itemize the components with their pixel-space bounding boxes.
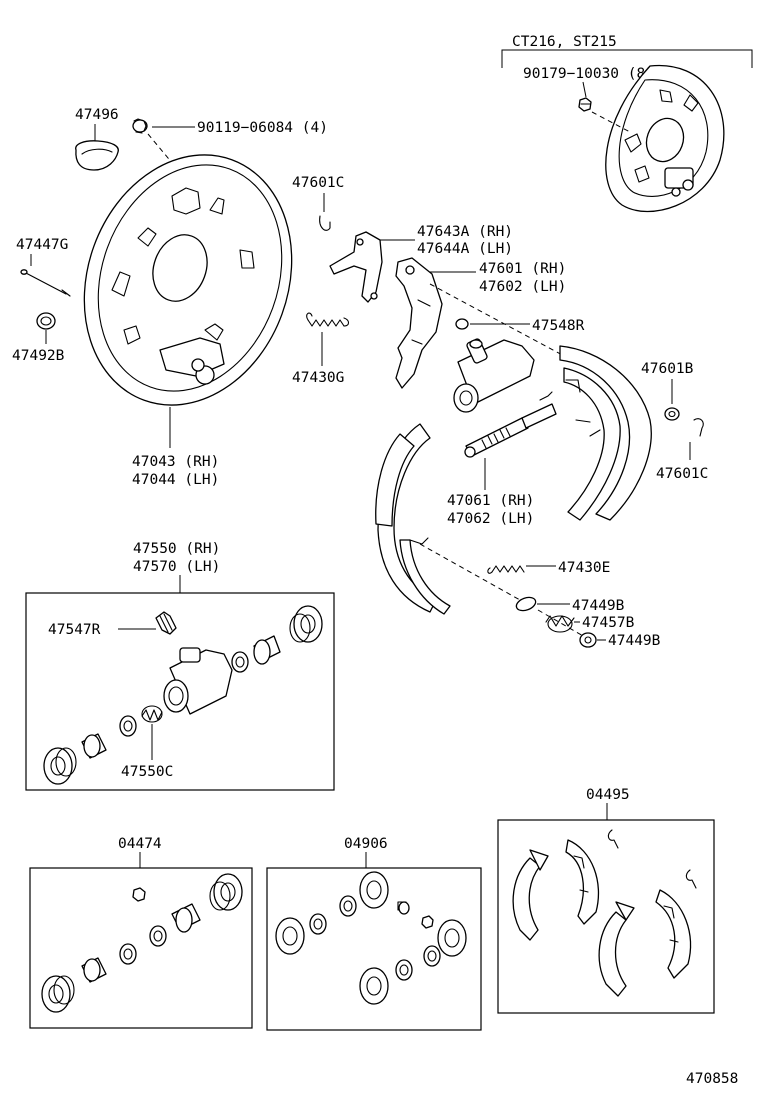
variant-label: CT216, ST215 — [512, 34, 617, 50]
part-label-47496: 47496 — [75, 107, 119, 123]
part-label-47550: 47550 (RH) — [133, 541, 220, 557]
diagram-number: 470858 — [686, 1071, 738, 1087]
washer-47601b: 47601B — [641, 361, 694, 421]
part-label-90179-10030: 90179−10030 (8) — [523, 66, 654, 82]
part-label-47601: 47601 (RH) — [479, 261, 566, 277]
part-label-47643a: 47643A (RH) — [417, 224, 513, 240]
spring-47430g: 47430G — [292, 312, 350, 386]
wheel-cylinder-47550 — [453, 338, 535, 413]
part-label-47601c-lower: 47601C — [656, 466, 708, 482]
part-label-47430e: 47430E — [558, 560, 610, 576]
box-04474: 04474 — [29, 836, 253, 1029]
part-label-47061: 47061 (RH) — [447, 493, 534, 509]
part-label-47044: 47044 (LH) — [132, 472, 219, 488]
part-label-47062: 47062 (LH) — [447, 511, 534, 527]
part-label-47548r: 47548R — [532, 318, 585, 334]
part-label-47492b: 47492B — [12, 348, 65, 364]
bolt-90119: 90119−06084 (4) — [132, 118, 328, 171]
plug-47496: 47496 — [75, 107, 119, 171]
part-label-47550c: 47550C — [121, 764, 173, 780]
brake-shoe-left — [375, 423, 451, 615]
box-04495: 04495 — [497, 787, 715, 1014]
part-label-47644a: 47644A (LH) — [417, 241, 513, 257]
clip-47601c-lower: 47601C — [656, 418, 708, 482]
backing-plate-47043: 47043 (RH) 47044 (LH) — [83, 154, 293, 488]
part-label-47547r: 47547R — [48, 622, 101, 638]
box-47550: 47550 (RH) 47570 (LH) 47547R 47550C — [25, 541, 335, 791]
part-label-47570: 47570 (LH) — [133, 559, 220, 575]
part-label-47043: 47043 (RH) — [132, 454, 219, 470]
part-label-47601b: 47601B — [641, 361, 694, 377]
part-label-47449b-upper: 47449B — [572, 598, 625, 614]
part-label-47447g: 47447G — [16, 237, 68, 253]
strut-47601: 47601 (RH) 47602 (LH) — [395, 257, 621, 389]
adjuster-47061: 47061 (RH) 47062 (LH) — [447, 391, 557, 527]
part-label-90119-06084: 90119−06084 (4) — [197, 120, 328, 136]
nut-90179 — [578, 97, 592, 112]
bleeder-cap-47548r: 47548R — [455, 318, 585, 334]
pin-47447g: 47447G — [16, 237, 71, 297]
part-label-04906: 04906 — [344, 836, 388, 852]
grommet-47492b: 47492B — [12, 312, 65, 364]
part-label-47602: 47602 (LH) — [479, 279, 566, 295]
retainer-stack: 47449B 47457B 47449B — [419, 543, 661, 649]
box-04906: 04906 — [266, 836, 482, 1031]
part-label-04474: 04474 — [118, 836, 162, 852]
brake-shoe-right — [559, 345, 652, 521]
clip-47601c-upper: 47601C — [292, 175, 344, 231]
part-label-47601c-upper: 47601C — [292, 175, 344, 191]
variant-callout: CT216, ST215 90179−10030 (8) — [501, 34, 753, 98]
backing-plate-variant — [591, 64, 725, 213]
lever-47643a: 47643A (RH) 47644A (LH) — [329, 224, 513, 303]
part-label-04495: 04495 — [586, 787, 630, 803]
part-label-47457b: 47457B — [582, 615, 635, 631]
spring-47430e: 47430E — [487, 560, 610, 576]
part-label-47430g: 47430G — [292, 370, 344, 386]
part-label-47449b-lower: 47449B — [608, 633, 661, 649]
